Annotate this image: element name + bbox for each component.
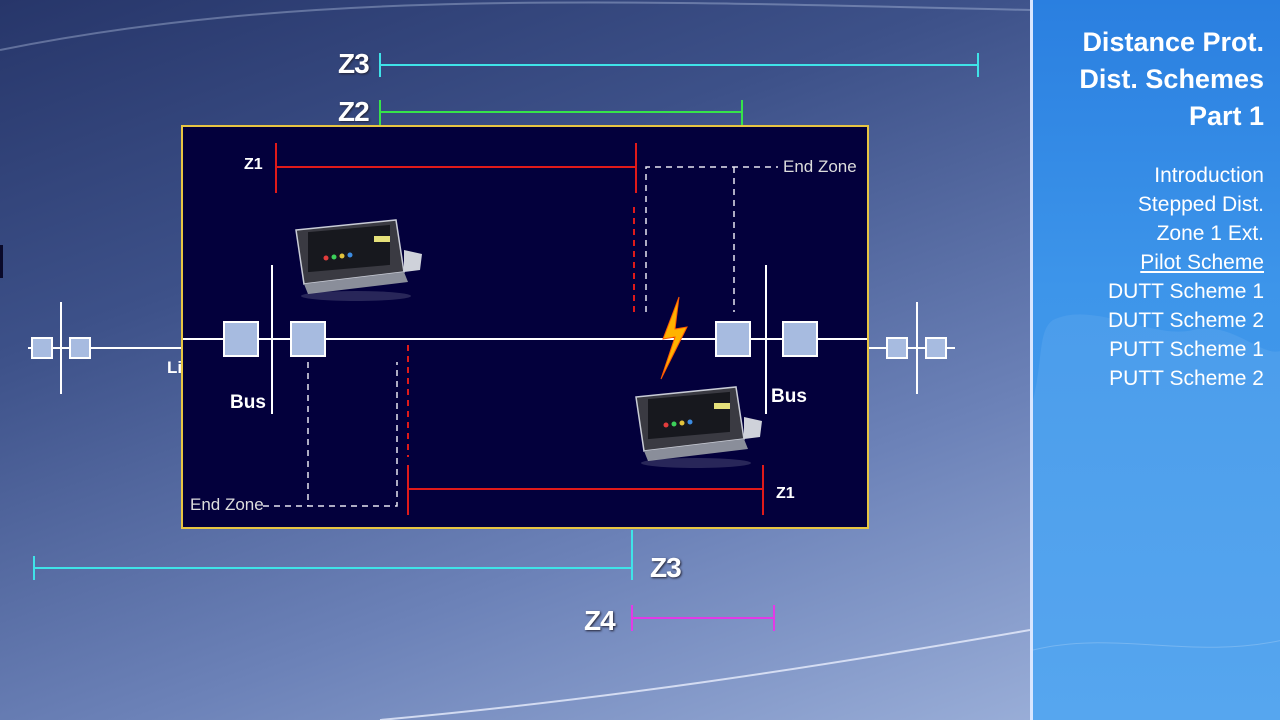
end-zone-right <box>645 166 778 312</box>
z3-top-label: Z3 <box>338 48 370 79</box>
breaker-icon <box>223 321 259 357</box>
menu-item-pilot-scheme[interactable]: Pilot Scheme <box>1140 251 1264 274</box>
breaker-icon <box>886 337 908 359</box>
breaker-icon <box>782 321 818 357</box>
breaker-icon <box>31 337 53 359</box>
z1-top-range <box>275 143 637 317</box>
outer-line-right <box>869 302 955 394</box>
bus-right-label: Bus <box>771 386 807 407</box>
sidebar-title-line: Part 1 <box>1188 101 1264 131</box>
menu-item-putt-scheme-1[interactable]: PUTT Scheme 1 <box>1109 338 1264 361</box>
z2-top-range <box>379 100 743 126</box>
breaker-icon <box>290 321 326 357</box>
z2-top-label: Z2 <box>338 96 370 127</box>
z1-bottom-label: Z1 <box>776 485 795 502</box>
sidebar: Distance Prot. Dist. Schemes Part 1 Intr… <box>1030 0 1280 720</box>
breaker-icon <box>69 337 91 359</box>
z4-bottom-range <box>631 605 775 631</box>
partial-line-label: Li <box>167 358 183 377</box>
relay-icon <box>295 219 422 301</box>
z3-bottom-range <box>33 530 633 580</box>
inset-drawing <box>183 143 867 515</box>
z3-top-range <box>379 53 979 77</box>
sidebar-title: Distance Prot. Dist. Schemes Part 1 <box>1079 24 1264 135</box>
end-zone-left <box>263 362 398 507</box>
lightning-fault-icon <box>660 296 688 380</box>
z3-bottom-label: Z3 <box>650 552 682 583</box>
breaker-icon <box>715 321 751 357</box>
pilot-scheme-inset: Z1 Z1 End Zone End Zone Bus Bus <box>181 125 869 529</box>
z4-bottom-label: Z4 <box>584 605 616 636</box>
end-zone-left-label: End Zone <box>190 495 264 514</box>
menu-item-zone1-ext[interactable]: Zone 1 Ext. <box>1156 222 1264 245</box>
z1-bottom-range <box>407 345 764 515</box>
diagram-stage: Z3 Z2 Z3 Z4 Li <box>0 1 1030 720</box>
diagram-background <box>0 1 1030 720</box>
breaker-icon <box>925 337 947 359</box>
sidebar-menu: Introduction Stepped Dist. Zone 1 Ext. P… <box>1108 161 1264 393</box>
z1-top-label: Z1 <box>244 156 263 173</box>
menu-item-dutt-scheme-2[interactable]: DUTT Scheme 2 <box>1108 309 1264 332</box>
sidebar-title-line: Dist. Schemes <box>1079 64 1264 94</box>
bus-left-label: Bus <box>230 392 266 413</box>
menu-item-putt-scheme-2[interactable]: PUTT Scheme 2 <box>1109 367 1264 390</box>
sidebar-title-line: Distance Prot. <box>1082 27 1264 57</box>
menu-item-dutt-scheme-1[interactable]: DUTT Scheme 1 <box>1108 280 1264 303</box>
menu-item-introduction[interactable]: Introduction <box>1154 164 1264 187</box>
outer-line-left <box>28 302 181 394</box>
end-zone-right-label: End Zone <box>783 157 857 176</box>
sidebar-decoration <box>1033 314 1280 720</box>
menu-item-stepped-dist[interactable]: Stepped Dist. <box>1137 193 1264 216</box>
relay-icon <box>635 386 762 468</box>
